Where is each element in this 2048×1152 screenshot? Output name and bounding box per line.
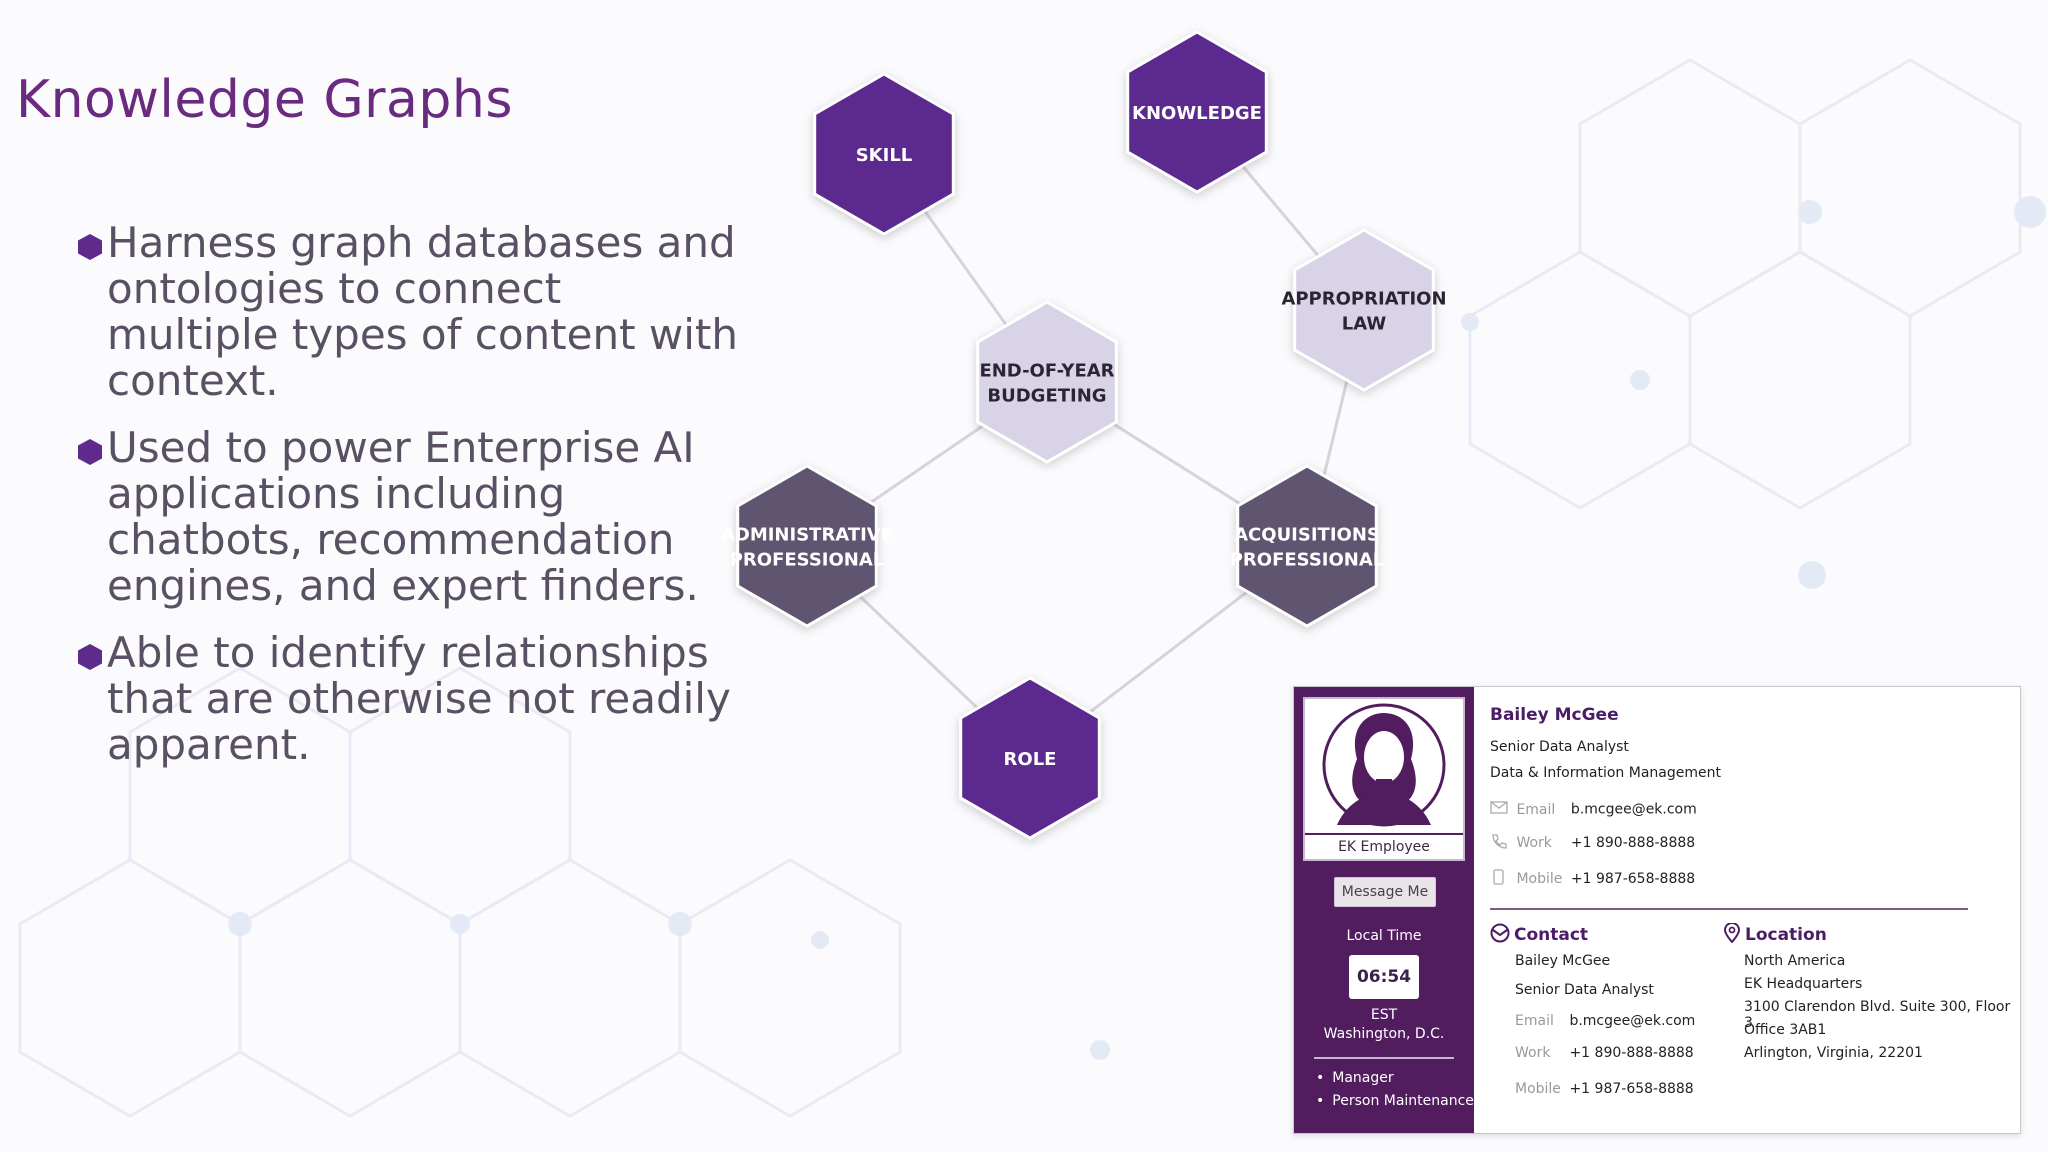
location-room: Office 3AB1 (1744, 1022, 1827, 1038)
location-region: North America (1744, 953, 1846, 969)
envelope-icon (1490, 801, 1512, 818)
divider (1314, 1057, 1454, 1059)
message-me-button[interactable]: Message Me (1334, 877, 1436, 907)
bullet-text: Able to identify relationships that are … (107, 628, 731, 769)
contact-title: Senior Data Analyst (1515, 982, 1654, 998)
local-time-label: Local Time (1346, 928, 1422, 944)
graph-node-skill: SKILL (813, 72, 955, 236)
hexagon-node-shape (736, 464, 878, 628)
contact-heading: Contact (1490, 923, 1588, 945)
contact-mobile-label: Mobile (1515, 1081, 1561, 1097)
location-office: EK Headquarters (1744, 976, 1863, 992)
contact-email-row: Email b.mcgee@ek.com (1515, 1013, 1695, 1029)
work-phone: +1 890-888-8888 (1570, 835, 1696, 851)
work-label: Work (1516, 835, 1552, 851)
mobile-label: Mobile (1516, 871, 1563, 887)
email-row: Email b.mcgee@ek.com (1490, 801, 1697, 818)
graph-node-label: SKILL (856, 145, 913, 166)
timezone: EST (1370, 1007, 1398, 1023)
graph-node-label: PROFESSIONAL (1230, 550, 1385, 571)
contact-work-label: Work (1515, 1045, 1551, 1061)
contact-name: Bailey McGee (1515, 953, 1611, 969)
hexagon-bullet-icon (78, 439, 102, 465)
knowledge-graph-diagram: SKILL KNOWLEDGE APPROPRIATION LAW END-OF-YEA… (721, 30, 1447, 840)
phone-icon (1490, 833, 1512, 853)
contact-mobile-phone: +1 987-658-8888 (1569, 1081, 1694, 1097)
hexagon-bullet-icon (78, 644, 102, 670)
contact-card-icon (1490, 923, 1510, 943)
work-phone-row: Work +1 890-888-8888 (1490, 833, 1695, 853)
map-pin-icon (1723, 922, 1741, 944)
profile-details: Bailey McGee Senior Data Analyst Data & … (1490, 687, 2020, 1133)
bullet-item: Able to identify relationships that are … (78, 630, 738, 768)
email-link[interactable]: b.mcgee@ek.com (1570, 801, 1697, 818)
avatar-caption: EK Employee (1305, 833, 1463, 859)
graph-node-role: ROLE (959, 676, 1101, 840)
graph-node-appropriation-law: APPROPRIATION LAW (1281, 228, 1447, 392)
hexagon-node-shape (976, 300, 1118, 464)
email-label: Email (1516, 801, 1556, 818)
bullet-list: Harness graph databases and ontologies t… (78, 220, 738, 789)
graph-node-knowledge: KNOWLEDGE (1126, 30, 1268, 194)
divider (1490, 908, 1968, 910)
graph-node-label: ACQUISITIONS (1234, 525, 1380, 546)
mobile-phone-row: Mobile +1 987-658-8888 (1490, 869, 1695, 889)
graph-node-label: LAW (1342, 314, 1387, 335)
graph-node-label: APPROPRIATION (1281, 289, 1446, 310)
role-item: Manager (1316, 1067, 1474, 1090)
bullet-item: Harness graph databases and ontologies t… (78, 220, 738, 404)
department: Data & Information Management (1490, 765, 1721, 781)
avatar: EK Employee (1303, 697, 1465, 861)
bullet-text: Harness graph databases and ontologies t… (107, 218, 739, 405)
local-time-value: 06:54 (1349, 955, 1419, 999)
graph-node-label: KNOWLEDGE (1132, 103, 1262, 124)
hexagon-node-shape (959, 676, 1101, 840)
location-heading: Location (1723, 922, 1827, 945)
graph-node-acquisitions-professional: ACQUISITIONS PROFESSIONAL (1230, 464, 1385, 628)
hexagon-node-shape (1236, 464, 1378, 628)
graph-node-end-of-year-budgeting: END-OF-YEAR BUDGETING (976, 300, 1118, 464)
mobile-phone: +1 987-658-8888 (1570, 871, 1696, 887)
hexagon-node-shape (1126, 30, 1268, 194)
contact-work-phone: +1 890-888-8888 (1569, 1045, 1694, 1061)
profile-sidebar: EK Employee Message Me Local Time 06:54 … (1294, 687, 1474, 1133)
location-city: Arlington, Virginia, 22201 (1744, 1045, 1923, 1061)
hexagon-node-shape (813, 72, 955, 236)
slide-title: Knowledge Graphs (16, 70, 513, 130)
graph-node-label: ROLE (1004, 749, 1057, 770)
role-list: Manager Person Maintenance (1316, 1067, 1474, 1113)
employee-name: Bailey McGee (1490, 705, 1619, 725)
graph-node-label: PROFESSIONAL (730, 550, 885, 571)
contact-work-row: Work +1 890-888-8888 (1515, 1045, 1694, 1061)
mobile-phone-icon (1490, 869, 1512, 889)
graph-node-label: END-OF-YEAR (979, 361, 1114, 382)
location-address: 3100 Clarendon Blvd. Suite 300, Floor 3 (1744, 999, 2011, 1031)
city: Washington, D.C. (1323, 1026, 1445, 1042)
job-title: Senior Data Analyst (1490, 739, 1629, 755)
employee-profile-card: EK Employee Message Me Local Time 06:54 … (1293, 686, 2021, 1134)
contact-email-link[interactable]: b.mcgee@ek.com (1569, 1013, 1696, 1029)
graph-node-label: BUDGETING (987, 386, 1106, 407)
bullet-item: Used to power Enterprise AI applications… (78, 425, 738, 609)
hexagon-bullet-icon (78, 234, 102, 260)
contact-mobile-row: Mobile +1 987-658-8888 (1515, 1081, 1694, 1097)
role-item: Person Maintenance (1316, 1090, 1474, 1113)
bullet-text: Used to power Enterprise AI applications… (107, 423, 699, 610)
hexagon-node-shape (1293, 228, 1435, 392)
person-silhouette-icon (1322, 703, 1446, 827)
graph-node-label: ADMINISTRATIVE (721, 525, 893, 546)
contact-email-label: Email (1515, 1013, 1554, 1029)
graph-node-administrative-professional: ADMINISTRATIVE PROFESSIONAL (721, 464, 893, 628)
